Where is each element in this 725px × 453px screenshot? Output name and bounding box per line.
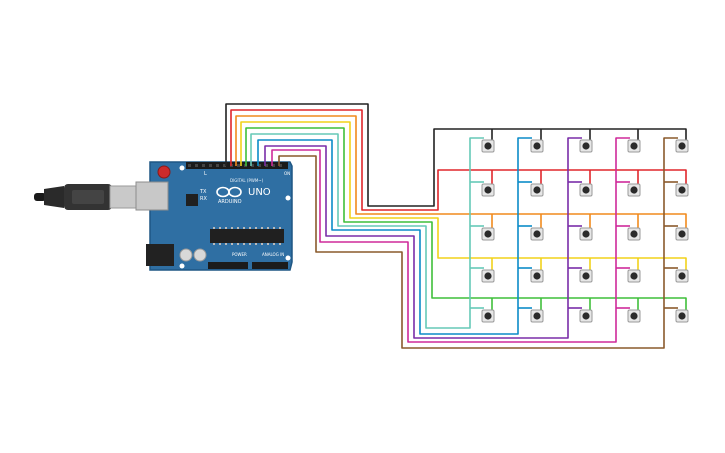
- capacitor-1: [179, 248, 193, 262]
- push-button[interactable]: [530, 309, 544, 323]
- usb-strain-relief: [44, 186, 64, 208]
- arduino-uno-board[interactable]: DIGITAL (PWM~) TX RX L ARDUINO UNO ON PO…: [135, 161, 293, 271]
- push-button[interactable]: [481, 139, 495, 153]
- usb-plug-tip: [34, 193, 46, 201]
- push-button-cap: [678, 186, 686, 194]
- push-button[interactable]: [627, 139, 641, 153]
- push-button[interactable]: [579, 139, 593, 153]
- push-button-cap: [484, 230, 492, 238]
- push-button[interactable]: [675, 309, 689, 323]
- digital-header-label: DIGITAL (PWM~): [230, 178, 264, 183]
- chip-pins: [213, 227, 281, 245]
- push-button[interactable]: [675, 227, 689, 241]
- push-button-cap: [533, 272, 541, 280]
- arduino-logo-icon: [216, 186, 242, 198]
- wire-teal[interactable]: [250, 133, 484, 329]
- push-button[interactable]: [481, 227, 495, 241]
- analog-header: [252, 262, 288, 269]
- push-button-cap: [678, 142, 686, 150]
- push-button-cap: [484, 186, 492, 194]
- on-label: ON: [284, 171, 290, 176]
- push-button-cap: [533, 312, 541, 320]
- tx-label: TX: [199, 189, 207, 195]
- push-button-cap: [484, 272, 492, 280]
- push-button[interactable]: [579, 227, 593, 241]
- push-button[interactable]: [675, 269, 689, 283]
- push-button-cap: [630, 230, 638, 238]
- push-button-cap: [678, 272, 686, 280]
- mount-hole-1: [179, 165, 185, 171]
- wire-blue[interactable]: [257, 137, 532, 335]
- push-button-cap: [484, 312, 492, 320]
- power-jack: [146, 244, 174, 266]
- push-button-cap: [533, 230, 541, 238]
- wire-purple[interactable]: [264, 137, 582, 339]
- push-button-cap: [533, 142, 541, 150]
- push-button[interactable]: [627, 269, 641, 283]
- push-button[interactable]: [481, 309, 495, 323]
- push-button-cap: [582, 142, 590, 150]
- push-button-cap: [630, 272, 638, 280]
- small-chip: [186, 194, 198, 206]
- push-button[interactable]: [530, 269, 544, 283]
- push-button[interactable]: [530, 183, 544, 197]
- push-button-cap: [582, 186, 590, 194]
- reset-button[interactable]: [157, 165, 171, 179]
- push-button[interactable]: [530, 227, 544, 241]
- push-button[interactable]: [579, 183, 593, 197]
- push-button[interactable]: [579, 269, 593, 283]
- push-button-cap: [484, 142, 492, 150]
- power-header: [208, 262, 248, 269]
- push-button-cap: [533, 186, 541, 194]
- power-label: POWER: [232, 252, 247, 257]
- capacitor-2: [193, 248, 207, 262]
- wire-magenta[interactable]: [271, 137, 630, 343]
- digital-pins: [188, 164, 282, 167]
- rx-label: RX: [200, 196, 207, 202]
- mount-hole-4: [285, 255, 291, 261]
- wire-red[interactable]: [230, 109, 687, 211]
- col3-taps: [568, 181, 582, 309]
- push-button[interactable]: [530, 139, 544, 153]
- brand-label: ARDUINO: [218, 199, 242, 205]
- usb-plug-grip: [72, 190, 104, 204]
- push-button-cap: [678, 230, 686, 238]
- l-led-label: L: [204, 171, 207, 177]
- wire-yellow[interactable]: [240, 121, 687, 276]
- wire-brown[interactable]: [278, 137, 678, 349]
- col2-taps: [518, 181, 532, 309]
- wire-black[interactable]: [225, 103, 687, 207]
- push-button[interactable]: [627, 183, 641, 197]
- push-button-cap: [582, 272, 590, 280]
- push-button[interactable]: [627, 309, 641, 323]
- push-button-cap: [678, 312, 686, 320]
- analog-label: ANALOG IN: [262, 252, 284, 257]
- push-button[interactable]: [579, 309, 593, 323]
- wire-orange[interactable]: [235, 115, 687, 234]
- col5-taps: [664, 181, 678, 309]
- push-button-cap: [630, 186, 638, 194]
- wire-green[interactable]: [245, 127, 687, 316]
- usb-cable[interactable]: [34, 184, 141, 210]
- col4-taps: [616, 181, 630, 309]
- push-button[interactable]: [675, 139, 689, 153]
- keypad-matrix: [481, 139, 689, 323]
- col1-taps: [470, 181, 484, 309]
- wires[interactable]: [225, 103, 687, 349]
- model-label: UNO: [248, 187, 271, 198]
- push-button[interactable]: [675, 183, 689, 197]
- usb-port: [135, 181, 169, 211]
- mount-hole-3: [179, 263, 185, 269]
- mount-hole-2: [285, 195, 291, 201]
- push-button-cap: [582, 230, 590, 238]
- atmega-chip: [210, 229, 284, 243]
- push-button-cap: [630, 312, 638, 320]
- push-button[interactable]: [627, 227, 641, 241]
- push-button[interactable]: [481, 183, 495, 197]
- push-button-cap: [630, 142, 638, 150]
- push-button-cap: [582, 312, 590, 320]
- push-button[interactable]: [481, 269, 495, 283]
